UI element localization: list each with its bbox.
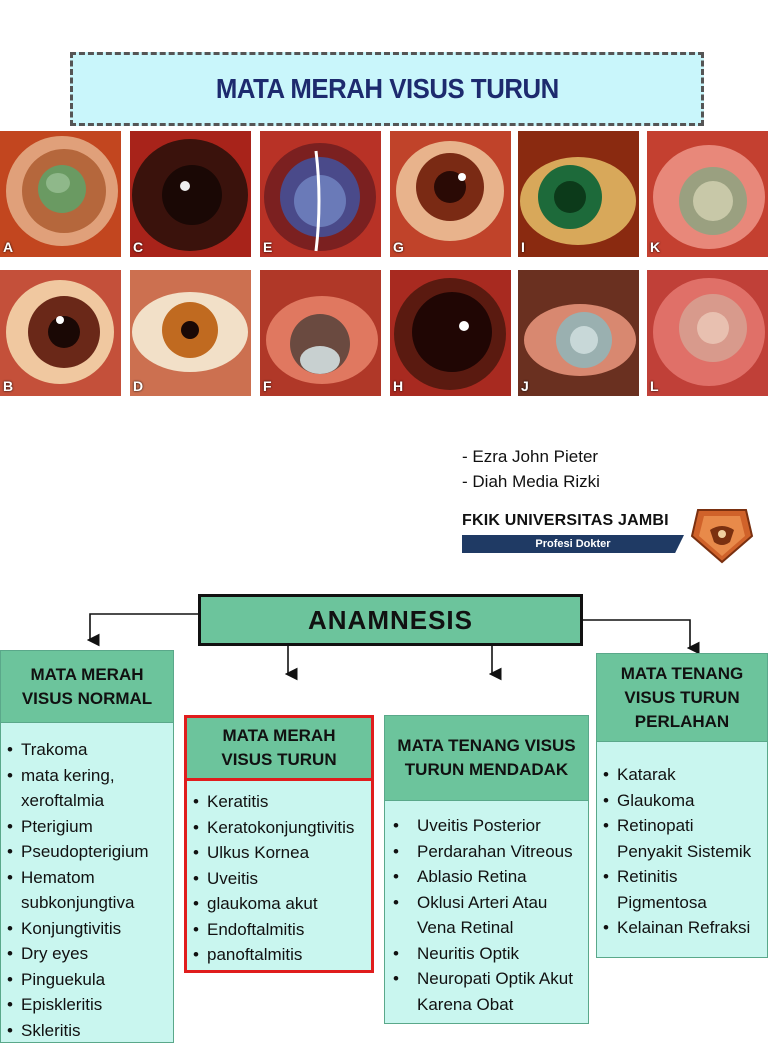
list-item: Pinguekula: [7, 967, 167, 993]
anamnesis-box: ANAMNESIS: [198, 594, 583, 646]
list-item: Glaukoma: [603, 788, 763, 814]
list-item: Uveitis: [193, 866, 367, 892]
list-item: Episkleritis: [7, 992, 167, 1018]
list-item: Pterigium: [7, 814, 167, 840]
column-body: Uveitis Posterior Perdarahan Vitreous Ab…: [384, 801, 589, 1024]
list-item: Trakoma: [7, 737, 167, 763]
list-item: Retinopati Penyakit Sistemik: [603, 813, 763, 864]
list-item: Hematom subkonjungtiva: [7, 865, 167, 916]
column-body: Katarak Glaukoma Retinopati Penyakit Sis…: [596, 742, 768, 958]
anamnesis-label: ANAMNESIS: [308, 605, 473, 636]
list-item: Perdarahan Vitreous: [393, 839, 584, 865]
list-item: Konjungtivitis: [7, 916, 167, 942]
list-item: Pseudopterigium: [7, 839, 167, 865]
list-item: Endoftalmitis: [193, 917, 367, 943]
list-item: Kelainan Refraksi: [603, 915, 763, 941]
list-item: Neuritis Optik: [393, 941, 584, 967]
list-item: Oklusi Arteri Atau Vena Retinal: [393, 890, 584, 941]
list-item: Katarak: [603, 762, 763, 788]
list-item: panoftalmitis: [193, 942, 367, 968]
list-item: Neuropati Optik Akut Karena Obat: [393, 966, 584, 1017]
list-item: mata kering, xeroftalmia: [7, 763, 167, 814]
list-item: Retinitis Pigmentosa: [603, 864, 763, 915]
list-item: Dry eyes: [7, 941, 167, 967]
list-item: Skleritis: [7, 1018, 167, 1043]
list-item: Uveitis Posterior: [393, 813, 584, 839]
list-item: Keratokonjungtivitis: [193, 815, 367, 841]
column-body: Trakoma mata kering, xeroftalmia Pterigi…: [0, 723, 174, 1043]
list-item: Ulkus Kornea: [193, 840, 367, 866]
list-item: Keratitis: [193, 789, 367, 815]
column-body: Keratitis Keratokonjungtivitis Ulkus Kor…: [187, 781, 371, 968]
list-item: Ablasio Retina: [393, 864, 584, 890]
list-item: glaukoma akut: [193, 891, 367, 917]
